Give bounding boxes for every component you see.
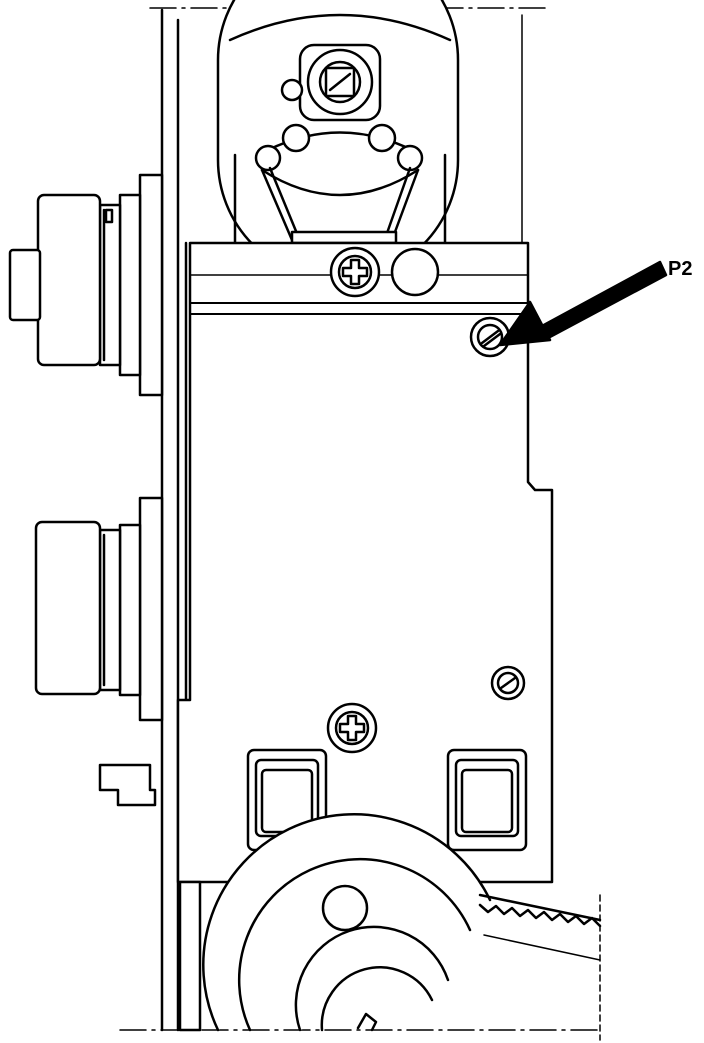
switch-right xyxy=(446,748,528,852)
callout-arrow xyxy=(498,260,668,347)
screw-lower-phillips xyxy=(326,702,378,754)
screw-top-phillips xyxy=(329,246,381,298)
knob-lower xyxy=(34,496,164,722)
screw-lower-right xyxy=(490,665,526,701)
callout-label-p2: P2 xyxy=(668,258,693,280)
screw-p2 xyxy=(469,316,511,358)
top-reel xyxy=(216,0,460,282)
knob-upper xyxy=(8,173,164,397)
cover-plate xyxy=(176,241,554,884)
hole-top xyxy=(390,247,440,297)
bottom-reel xyxy=(178,813,602,1041)
left-bracket xyxy=(98,763,157,807)
